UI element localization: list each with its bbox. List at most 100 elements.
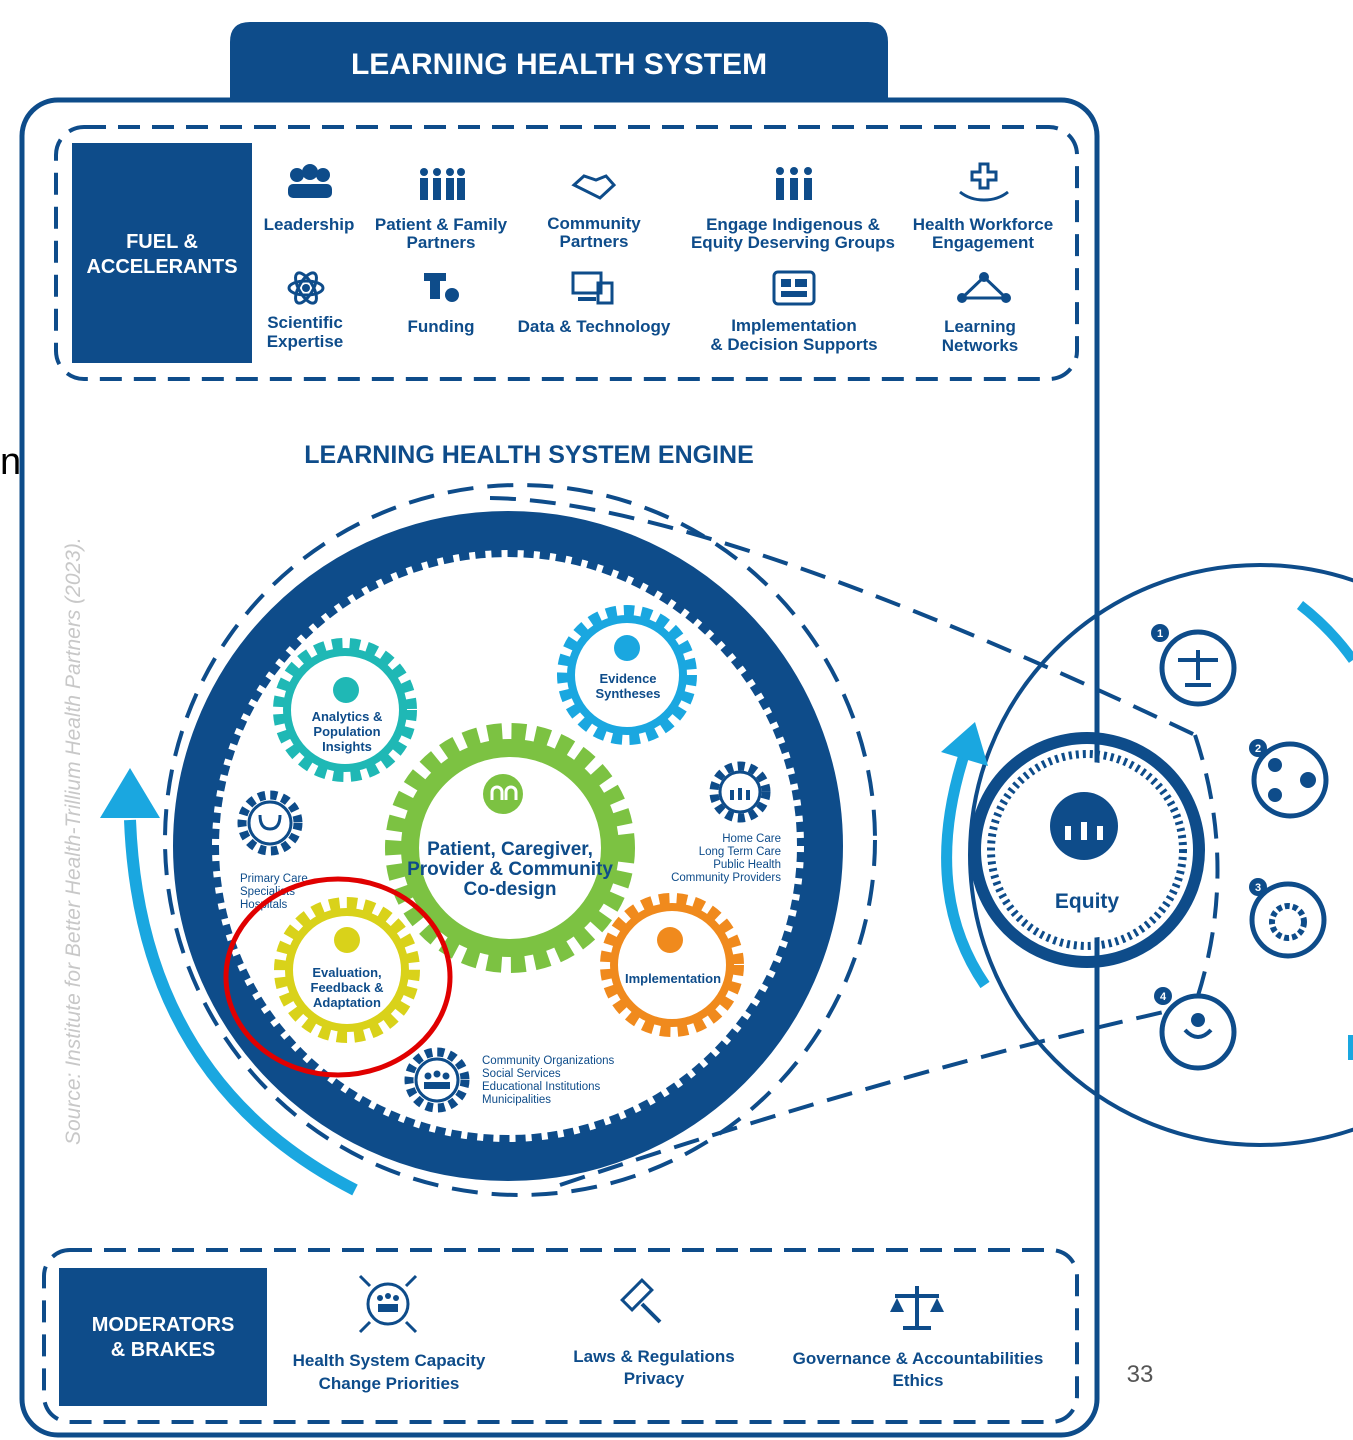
indigenous-groups-icon bbox=[776, 167, 812, 200]
center-gear bbox=[385, 723, 635, 973]
learning-networks-icon bbox=[957, 272, 1011, 303]
community-orgs-l3: Educational Institutions bbox=[482, 1081, 601, 1093]
fuel-item-2-l2: Partners bbox=[407, 233, 476, 252]
equity-number-1: 1 bbox=[1157, 628, 1163, 640]
implementation-gear bbox=[600, 893, 744, 1037]
engine-interior bbox=[230, 568, 786, 1124]
moderators-label-line1: MODERATORS bbox=[92, 1314, 235, 1336]
fuel-item-2-l1: Patient & Family bbox=[375, 215, 508, 234]
equity-item-4 bbox=[1154, 987, 1237, 1071]
capacity-icon bbox=[358, 1274, 418, 1334]
funnel-top bbox=[489, 496, 1196, 737]
health-workforce-icon bbox=[959, 162, 1009, 202]
equity-gear bbox=[969, 732, 1205, 968]
equity-cycle-arrow bbox=[941, 750, 990, 989]
care-hands-icon bbox=[1183, 1028, 1213, 1039]
analytics-l2: Population bbox=[313, 724, 380, 739]
fuel-item-3-l1: Community bbox=[547, 214, 641, 233]
home-care-l2: Long Term Care bbox=[699, 846, 781, 858]
moderator-1-l1: Health System Capacity bbox=[293, 1351, 486, 1370]
engine-ring-teeth bbox=[212, 550, 804, 1142]
header-title: LEARNING HEALTH SYSTEM bbox=[351, 48, 767, 81]
leadership-icon bbox=[288, 164, 332, 198]
evaluation-l2: Feedback & bbox=[311, 980, 384, 995]
community-orgs-l4: Municipalities bbox=[482, 1094, 551, 1106]
funding-icon bbox=[424, 273, 459, 302]
community-orgs-gear bbox=[404, 1047, 470, 1113]
equity-label: Equity bbox=[1055, 890, 1119, 913]
evidence-l1: Evidence bbox=[599, 671, 656, 686]
fuel-icons bbox=[288, 162, 1009, 202]
equity-number-2: 2 bbox=[1255, 743, 1261, 755]
home-care-l3: Public Health bbox=[713, 859, 781, 871]
primary-care-gear bbox=[237, 790, 303, 856]
engine-ring bbox=[173, 511, 843, 1181]
home-care-gear bbox=[709, 761, 771, 823]
analytics-gear bbox=[273, 638, 417, 782]
equity-item-1 bbox=[1151, 624, 1237, 707]
fuel-item-6-l1: Scientific bbox=[267, 313, 343, 332]
evidence-icon bbox=[614, 635, 640, 661]
patient-family-icon bbox=[420, 168, 465, 200]
fuel-item-9-l1: Implementation bbox=[731, 316, 857, 335]
evidence-gear bbox=[557, 605, 697, 745]
edge-letter: n bbox=[0, 441, 21, 483]
evaluation-icon bbox=[334, 927, 360, 953]
funnel-bottom bbox=[559, 1003, 1196, 1187]
moderators-label-line2: & BRAKES bbox=[111, 1339, 215, 1361]
evaluation-l1: Evaluation, bbox=[312, 965, 381, 980]
fuel-item-10-l1: Learning bbox=[944, 317, 1016, 336]
evaluation-gear bbox=[274, 897, 420, 1043]
gavel-icon bbox=[620, 1278, 662, 1324]
network-icon bbox=[1268, 758, 1282, 772]
home-care-l1: Home Care bbox=[722, 833, 781, 845]
data-technology-icon bbox=[571, 271, 614, 305]
handshake-icon bbox=[571, 174, 617, 200]
cycle-arrow-left bbox=[124, 819, 358, 1196]
header-tab bbox=[230, 22, 888, 100]
fuel-item-6-l2: Expertise bbox=[267, 332, 344, 351]
fuel-item-9-l2: & Decision Supports bbox=[710, 335, 877, 354]
fuel-item-1-l1: Leadership bbox=[264, 215, 355, 234]
source-credit: Source: Institute for Better Health-Tril… bbox=[62, 537, 85, 1145]
center-label-l1: Patient, Caregiver, bbox=[427, 839, 593, 860]
equity-item-2 bbox=[1249, 739, 1329, 819]
decision-supports-icon bbox=[772, 270, 816, 306]
engine-dashed-ring bbox=[163, 483, 877, 1197]
balance-scale-icon bbox=[1178, 650, 1218, 687]
fuel-item-4-l2: Equity Deserving Groups bbox=[691, 233, 895, 252]
atom-icon bbox=[287, 271, 325, 305]
moderator-3-l2: Ethics bbox=[892, 1371, 943, 1390]
fuel-item-10-l2: Networks bbox=[942, 336, 1019, 355]
fuel-item-8-l1: Data & Technology bbox=[518, 317, 671, 336]
center-label-l2: Provider & Community bbox=[407, 859, 613, 880]
moderator-3-l1: Governance & Accountabilities bbox=[793, 1349, 1044, 1368]
community-orgs-l1: Community Organizations bbox=[482, 1055, 615, 1067]
moderator-2-l1: Laws & Regulations bbox=[573, 1347, 735, 1366]
fuel-item-5-l1: Health Workforce bbox=[913, 215, 1053, 234]
analytics-l3: Insights bbox=[322, 739, 372, 754]
home-care-l4: Community Providers bbox=[671, 872, 781, 884]
moderator-2-l2: Privacy bbox=[624, 1369, 685, 1388]
equity-items bbox=[1151, 624, 1329, 1071]
team-gear-icon bbox=[1269, 903, 1307, 941]
fuel-label-line1: FUEL & bbox=[126, 231, 198, 253]
community-orgs-l2: Social Services bbox=[482, 1068, 561, 1080]
funnel-end bbox=[1193, 734, 1220, 1006]
moderator-1-l2: Change Priorities bbox=[319, 1374, 460, 1393]
analytics-l1: Analytics & bbox=[312, 709, 383, 724]
fuel-item-7-l1: Funding bbox=[407, 317, 474, 336]
cycle-arrowhead-left bbox=[100, 768, 160, 818]
equity-number-4: 4 bbox=[1160, 991, 1167, 1003]
fuel-item-3-l2: Partners bbox=[560, 232, 629, 251]
equity-number-3: 3 bbox=[1255, 882, 1261, 894]
implementation-l1: Implementation bbox=[625, 971, 721, 986]
scales-icon bbox=[890, 1286, 944, 1330]
fuel-box bbox=[54, 125, 1079, 381]
primary-care-l1: Primary Care bbox=[240, 873, 308, 885]
highlight-ring bbox=[223, 876, 453, 1078]
center-label-l3: Co-design bbox=[464, 879, 557, 900]
fuel-label-line2: ACCELERANTS bbox=[86, 256, 237, 278]
moderators-label-block bbox=[59, 1268, 267, 1406]
